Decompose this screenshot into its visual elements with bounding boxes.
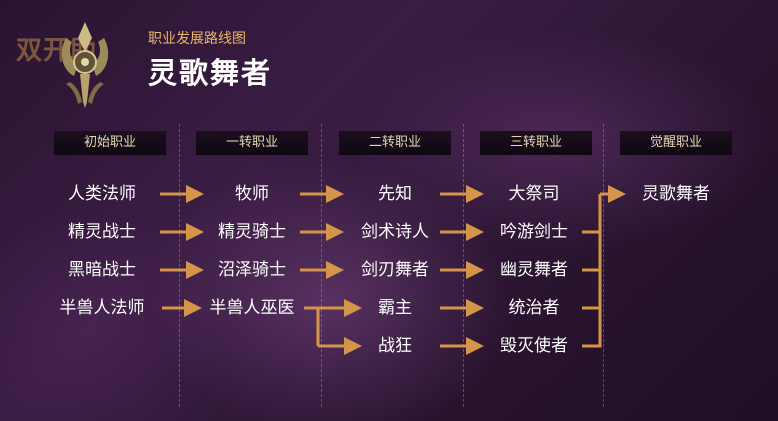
page-title: 灵歌舞者 <box>148 56 273 90</box>
class-first: 精灵骑士 <box>218 222 286 242</box>
class-initial: 人类法师 <box>68 184 136 204</box>
page-subtitle: 职业发展路线图 <box>148 31 246 47</box>
column-header-initial: 初始职业 <box>54 131 166 155</box>
class-second: 战狂 <box>378 336 412 356</box>
class-initial: 半兽人法师 <box>59 298 145 318</box>
class-initial: 精灵战士 <box>68 222 136 242</box>
class-first: 沼泽骑士 <box>218 260 286 280</box>
column-header-second: 二转职业 <box>339 131 451 155</box>
merge-connector <box>582 230 602 348</box>
column-divider <box>321 124 322 407</box>
class-emblem-icon <box>61 22 109 108</box>
class-second: 霸主 <box>378 298 412 318</box>
column-header-third: 三转职业 <box>480 131 592 155</box>
class-first: 牧师 <box>235 184 269 204</box>
class-third: 幽灵舞者 <box>500 260 568 280</box>
column-header-first: 一转职业 <box>196 131 308 155</box>
class-third: 毁灭使者 <box>500 336 568 356</box>
class-initial: 黑暗战士 <box>68 260 136 280</box>
column-divider <box>603 124 604 407</box>
column-divider <box>179 124 180 407</box>
class-second: 剑术诗人 <box>361 222 429 242</box>
class-awakening: 灵歌舞者 <box>642 184 710 204</box>
class-second: 先知 <box>378 184 412 204</box>
class-third: 吟游剑士 <box>500 222 568 242</box>
class-third: 统治者 <box>508 298 560 318</box>
class-third: 大祭司 <box>508 184 560 204</box>
class-first: 半兽人巫医 <box>209 298 295 318</box>
class-second: 剑刃舞者 <box>361 260 429 280</box>
column-header-awakening: 觉醒职业 <box>620 131 732 155</box>
column-divider <box>463 124 464 407</box>
